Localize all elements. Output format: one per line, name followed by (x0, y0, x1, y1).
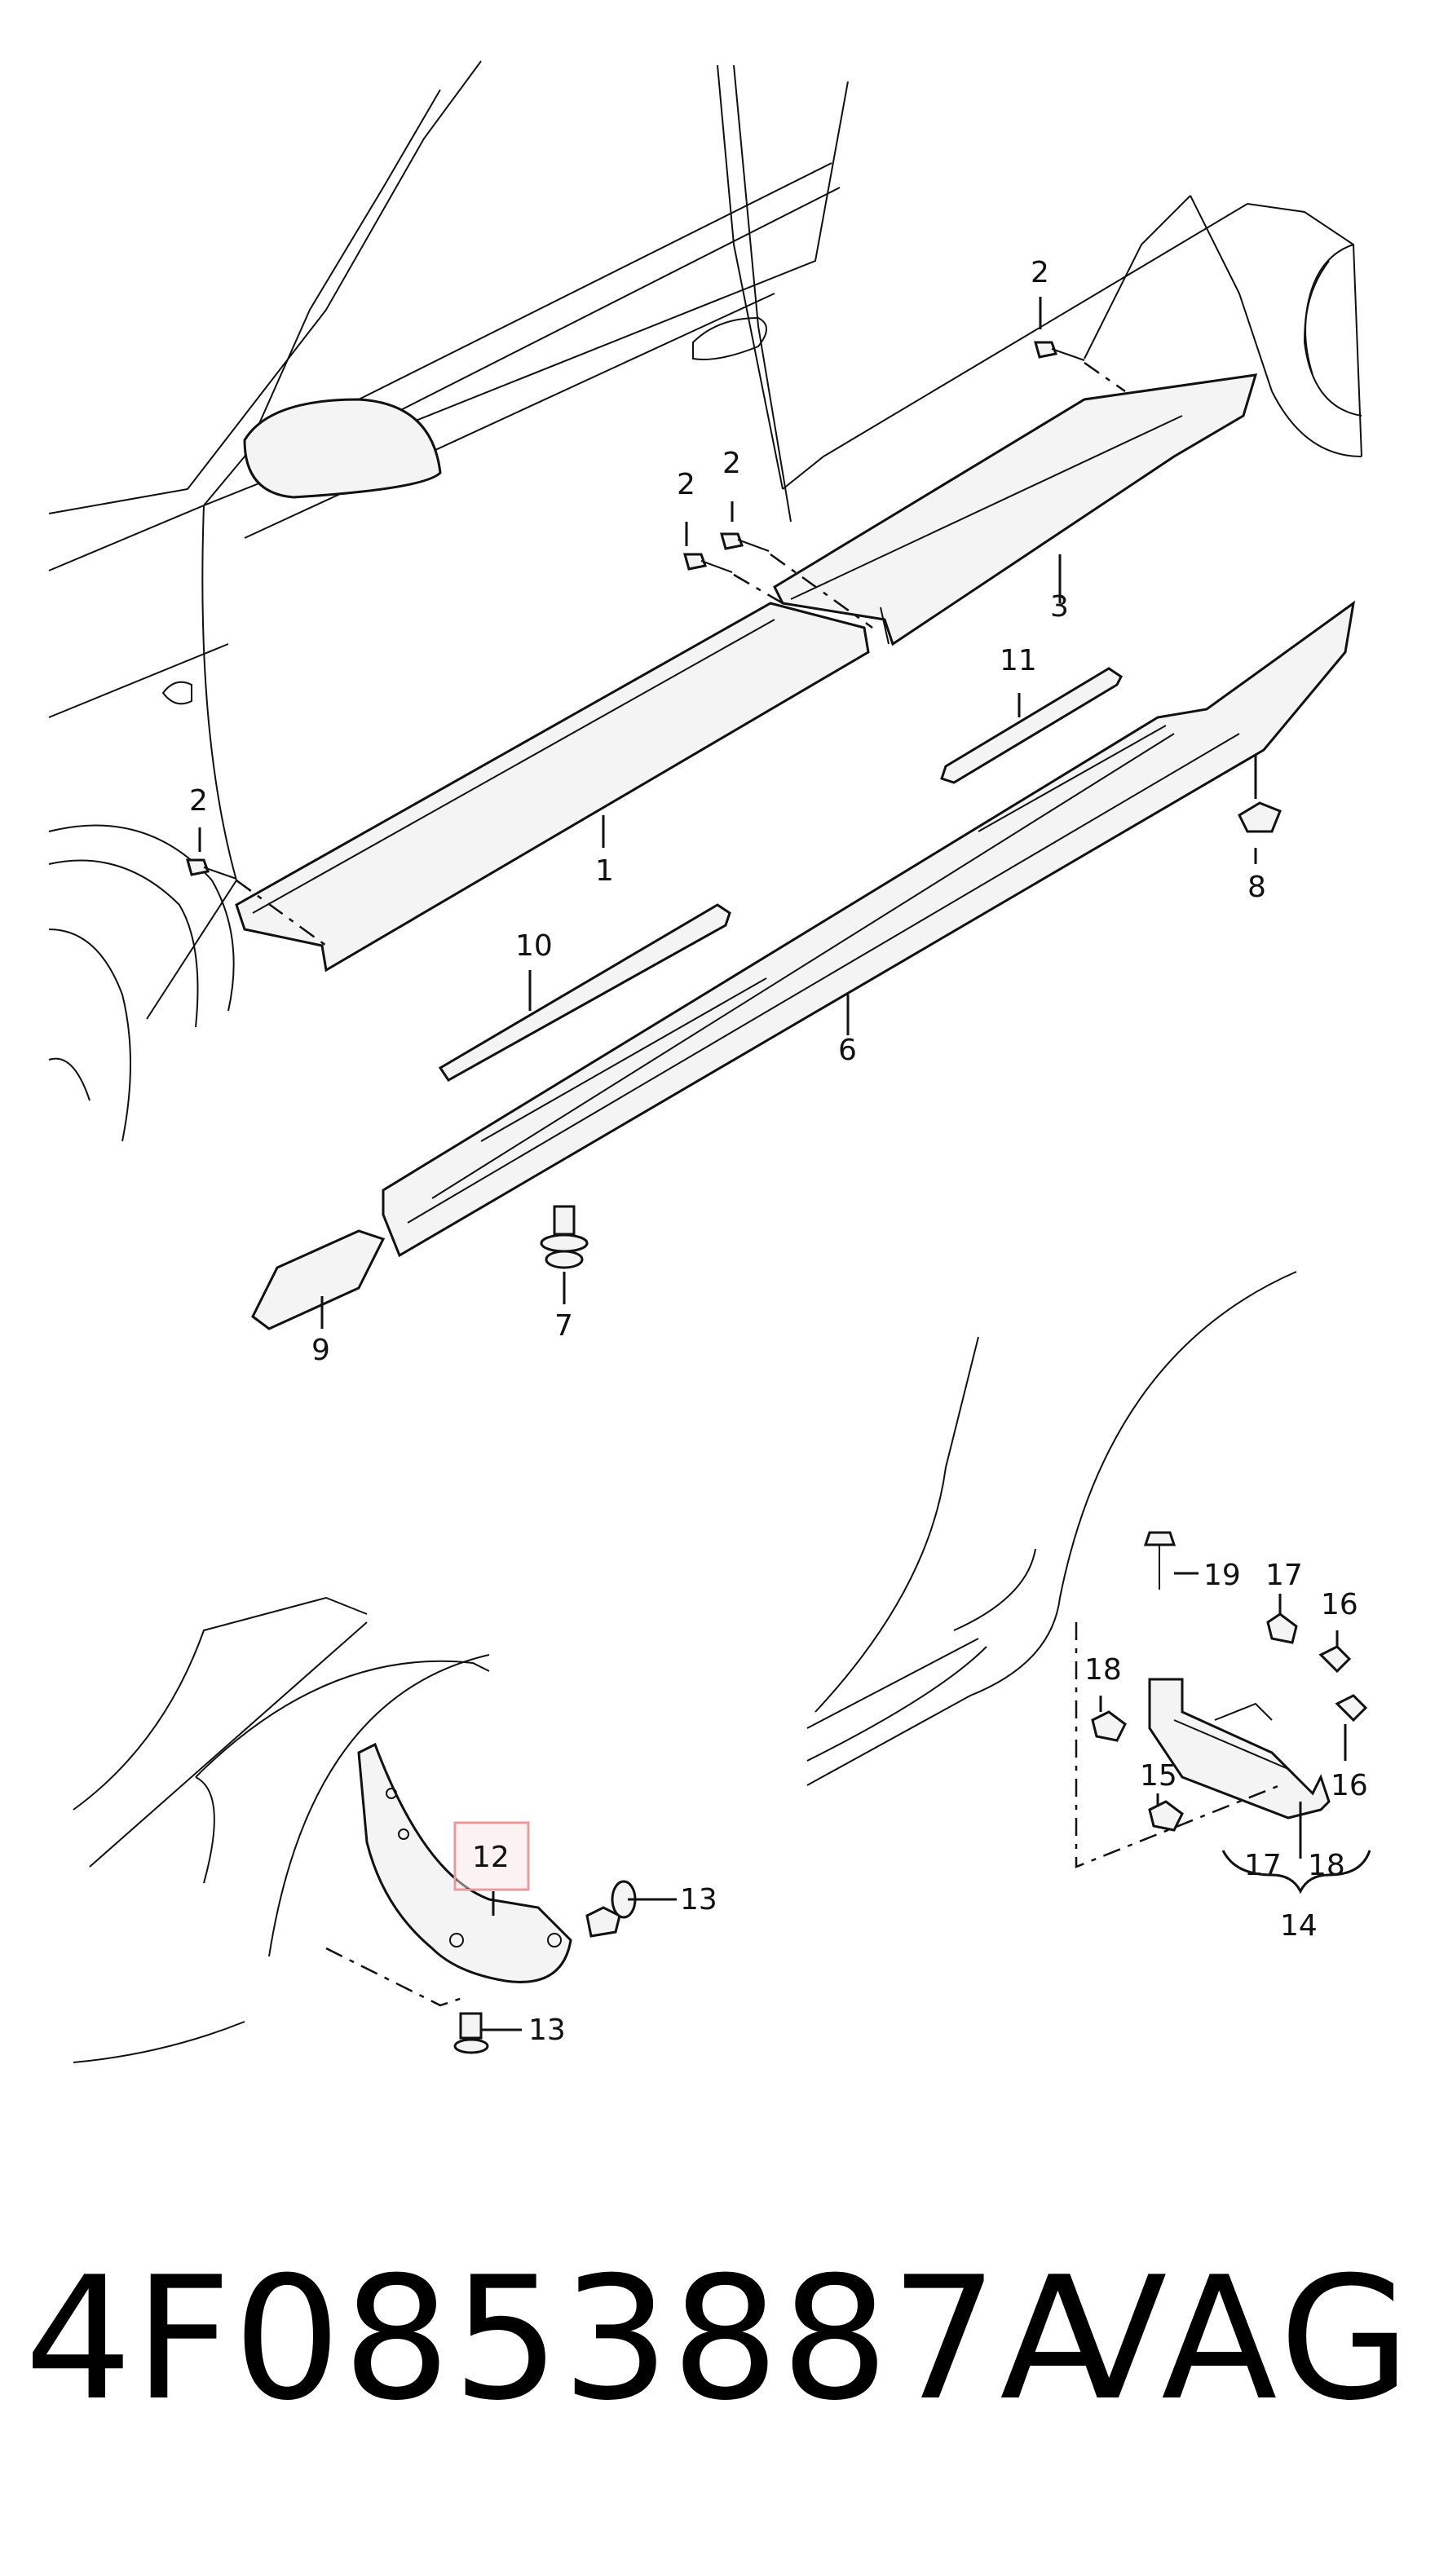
callout-2: 2 (677, 468, 695, 501)
callout-11: 11 (1000, 644, 1037, 677)
trim-strip-11 (940, 667, 1123, 784)
clip-8 (1238, 801, 1282, 833)
parts-diagram: 2 2 2 2 3 1 11 8 10 6 7 9 12 13 13 19 17… (48, 60, 1371, 2063)
callout-9: 9 (311, 1334, 330, 1367)
callout-18: 18 (1308, 1849, 1345, 1882)
callout-8: 8 (1247, 871, 1266, 904)
sill-trim-rear-upper (773, 373, 1258, 646)
mudflap-14 (1148, 1678, 1331, 1820)
wheel-arch-liner-12 (325, 1742, 572, 2007)
callout-18: 18 (1084, 1653, 1122, 1687)
callout-7: 7 (554, 1309, 573, 1343)
callout-16: 16 (1331, 1769, 1368, 1802)
callout-2: 2 (1031, 256, 1049, 289)
callout-13: 13 (528, 2014, 566, 2047)
car-body-outline (48, 60, 1362, 1142)
callout-1: 1 (595, 854, 614, 888)
rear-fender-outline (806, 1271, 1297, 1786)
callout-14: 14 (1280, 1909, 1318, 1943)
callout-13: 13 (680, 1883, 717, 1917)
part-number: 4F0853887A (24, 2241, 1118, 2438)
callout-19: 19 (1203, 1559, 1241, 1592)
callout-2: 2 (189, 784, 208, 818)
screws-2 (186, 341, 1126, 947)
callout-12: 12 (472, 1841, 510, 1874)
callout-labels: 2 2 2 2 3 1 11 8 10 6 7 9 12 13 13 19 17… (189, 256, 1368, 2047)
highlight-box-12 (453, 1821, 530, 1891)
end-cap-9 (251, 1229, 386, 1330)
fasteners-13 (453, 1880, 637, 2054)
side-skirt-main (382, 600, 1356, 1258)
callout-17: 17 (1244, 1849, 1282, 1882)
callout-15: 15 (1140, 1759, 1177, 1793)
brand-name: VAG (1051, 2241, 1415, 2438)
callout-6: 6 (838, 1034, 857, 1067)
trim-strip-10 (438, 903, 731, 1082)
sill-trim-front-upper (235, 602, 870, 973)
callout-16: 16 (1321, 1588, 1358, 1621)
mudflap-fasteners (1075, 1531, 1368, 1868)
leader-lines (198, 297, 1371, 2031)
footer: 4F0853887A VAG (0, 2234, 1448, 2446)
callout-3: 3 (1050, 590, 1069, 624)
wheel-arch-outline (73, 1596, 490, 2063)
callout-10: 10 (515, 929, 553, 963)
callout-2: 2 (722, 447, 741, 480)
callout-17: 17 (1265, 1559, 1303, 1592)
clip-7 (540, 1205, 589, 1269)
